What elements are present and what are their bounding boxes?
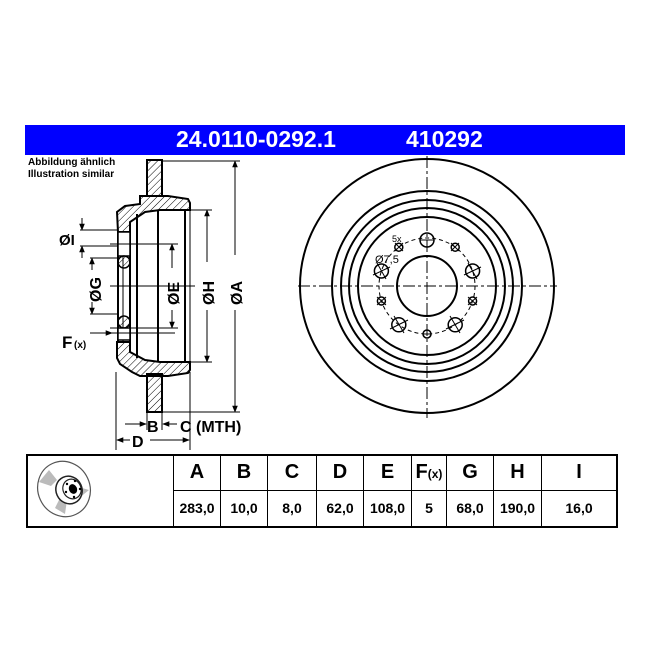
bolt-holes-large (372, 232, 482, 334)
caption-line-de: Abbildung ähnlich (28, 157, 116, 168)
spec-table: A B C D E F(x) G H I 283,0 10,0 8,0 62,0… (26, 454, 618, 528)
brake-disc-thumbnail-icon (36, 460, 91, 518)
value-a: 283,0 (173, 489, 221, 528)
col-head-e: E (363, 454, 412, 491)
label-f-sub: (x) (74, 340, 86, 351)
spec-values-row: 283,0 10,0 8,0 62,0 108,0 5 68,0 190,0 1… (27, 489, 618, 528)
bolt-holes-small (376, 242, 478, 339)
front-view (298, 156, 557, 418)
spec-header-row: A B C D E F(x) G H I (26, 454, 618, 528)
label-f: F (62, 333, 72, 352)
value-f: 5 (411, 489, 447, 528)
header-bar: 24.0110-0292.1 410292 (25, 125, 625, 155)
col-head-f: F(x) (411, 454, 447, 491)
col-head-h: H (493, 454, 542, 491)
label-dia-e: ØE (166, 282, 183, 305)
value-c: 8,0 (267, 489, 317, 528)
value-i: 16,0 (541, 489, 618, 528)
illustration-caption: Abbildung ähnlich Illustration similar (28, 157, 115, 181)
col-head-b: B (220, 454, 268, 491)
col-head-f-sub: (x) (427, 467, 443, 482)
col-head-i: I (541, 454, 618, 491)
value-b: 10,0 (220, 489, 268, 528)
thumbnail-cell (26, 454, 174, 528)
label-dia-i: ØI (59, 232, 75, 249)
col-head-a: A (173, 454, 221, 491)
label-c-mth: C (MTH) (180, 419, 241, 436)
col-head-g: G (446, 454, 494, 491)
label-hole-count: 5x (392, 234, 402, 244)
col-head-d: D (316, 454, 364, 491)
label-dia-g: ØG (88, 277, 105, 302)
value-h: 190,0 (493, 489, 542, 528)
label-dia-a: ØA (229, 281, 246, 305)
label-b: B (147, 419, 159, 436)
label-d: D (132, 434, 144, 450)
cross-section-labels: ØI ØG ØE ØH ØA F (x) B C (MTH) D (59, 232, 246, 450)
col-head-f-label: F (415, 461, 428, 484)
col-head-c: C (267, 454, 317, 491)
label-hole-diameter: Ø7,5 (375, 254, 399, 266)
part-number: 24.0110-0292.1 (176, 126, 336, 152)
value-e: 108,0 (363, 489, 412, 528)
front-view-labels: 5x Ø7,5 (375, 234, 402, 266)
dimension-lines (79, 160, 240, 450)
technical-drawing: ØI ØG ØE ØH ØA F (x) B C (MTH) D (59, 156, 557, 450)
short-number: 410292 (406, 126, 483, 152)
value-g: 68,0 (446, 489, 494, 528)
value-d: 62,0 (316, 489, 364, 528)
caption-line-en: Illustration similar (28, 169, 115, 180)
label-dia-h: ØH (201, 281, 218, 305)
